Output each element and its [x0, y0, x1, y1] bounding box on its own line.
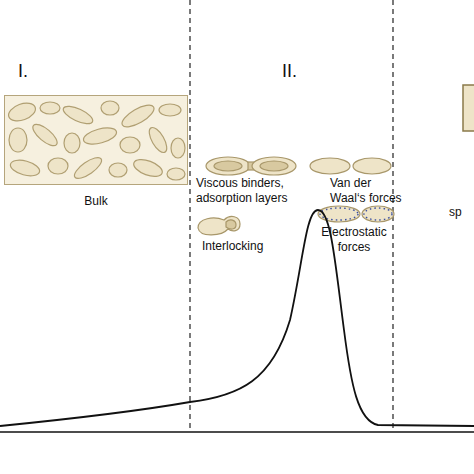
- mechanism-label: Van der Waal‘s forces: [330, 176, 410, 206]
- distribution-curve: [0, 210, 474, 426]
- region-number: I.: [18, 60, 48, 82]
- electrostatic-icon: [318, 206, 394, 222]
- mechanism-label: Interlocking: [202, 239, 292, 254]
- region-divider: [189, 0, 190, 432]
- vdw-icon: [310, 158, 391, 174]
- cropped-icon: [463, 85, 474, 131]
- box-caption: Bulk: [5, 194, 187, 209]
- mechanism-label: sp: [449, 205, 471, 220]
- region-number: II.: [282, 60, 322, 82]
- charge-dots: [320, 208, 392, 220]
- bulk-particles: [6, 100, 185, 182]
- axis-line: [0, 431, 474, 433]
- interlock-icon: [198, 217, 240, 235]
- bulk-box: Bulk: [4, 95, 188, 185]
- binder-icon: [206, 157, 296, 175]
- mechanism-label: Viscous binders, adsorption layers: [196, 176, 306, 206]
- bulk-fill: [4, 95, 188, 185]
- mechanism-label: Electrostatic forces: [314, 225, 394, 255]
